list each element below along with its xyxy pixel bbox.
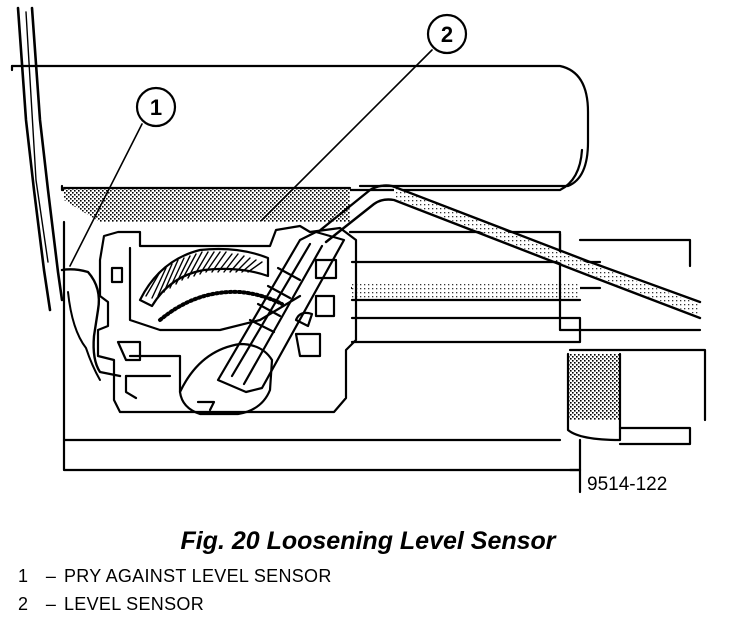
tank-body-outline xyxy=(62,220,582,472)
figure-reference-number: 9514-122 xyxy=(587,474,667,495)
callout-2-number: 2 xyxy=(441,22,453,47)
legend-item-number: 2 xyxy=(18,594,29,614)
float-cam xyxy=(178,342,274,416)
sensor-housing xyxy=(96,224,358,414)
tank-top-outline xyxy=(10,64,590,188)
legend-item-2: 2–LEVEL SENSOR xyxy=(18,594,204,615)
callout-1: 1 xyxy=(135,86,177,128)
sensor-arm xyxy=(216,230,346,394)
tank-right-shading xyxy=(568,354,620,420)
callout-1-leader xyxy=(69,123,143,267)
figure-caption: Fig. 20 Loosening Level Sensor xyxy=(180,527,556,555)
legend-item-text: PRY AGAINST LEVEL SENSOR xyxy=(64,566,332,586)
wire-loop xyxy=(60,268,122,378)
resistor-card xyxy=(138,247,270,308)
legend-item-number: 1 xyxy=(18,566,29,586)
legend-item-1: 1–PRY AGAINST LEVEL SENSOR xyxy=(18,566,332,587)
legend-item-text: LEVEL SENSOR xyxy=(64,594,204,614)
callout-2: 2 xyxy=(426,13,468,55)
callout-2-leader xyxy=(261,49,433,221)
callout-1-number: 1 xyxy=(150,95,162,120)
fuel-tube xyxy=(316,184,702,304)
legend-item-dash: – xyxy=(45,594,57,614)
fuel-tube-shading xyxy=(394,188,700,316)
tank-band-shading xyxy=(352,282,580,300)
legend-item-dash: – xyxy=(45,566,57,586)
pry-tool xyxy=(16,6,64,312)
level-sensor-illustration: 1 2 9514-122 xyxy=(10,6,707,495)
tank-shoulder-shading xyxy=(64,188,350,222)
